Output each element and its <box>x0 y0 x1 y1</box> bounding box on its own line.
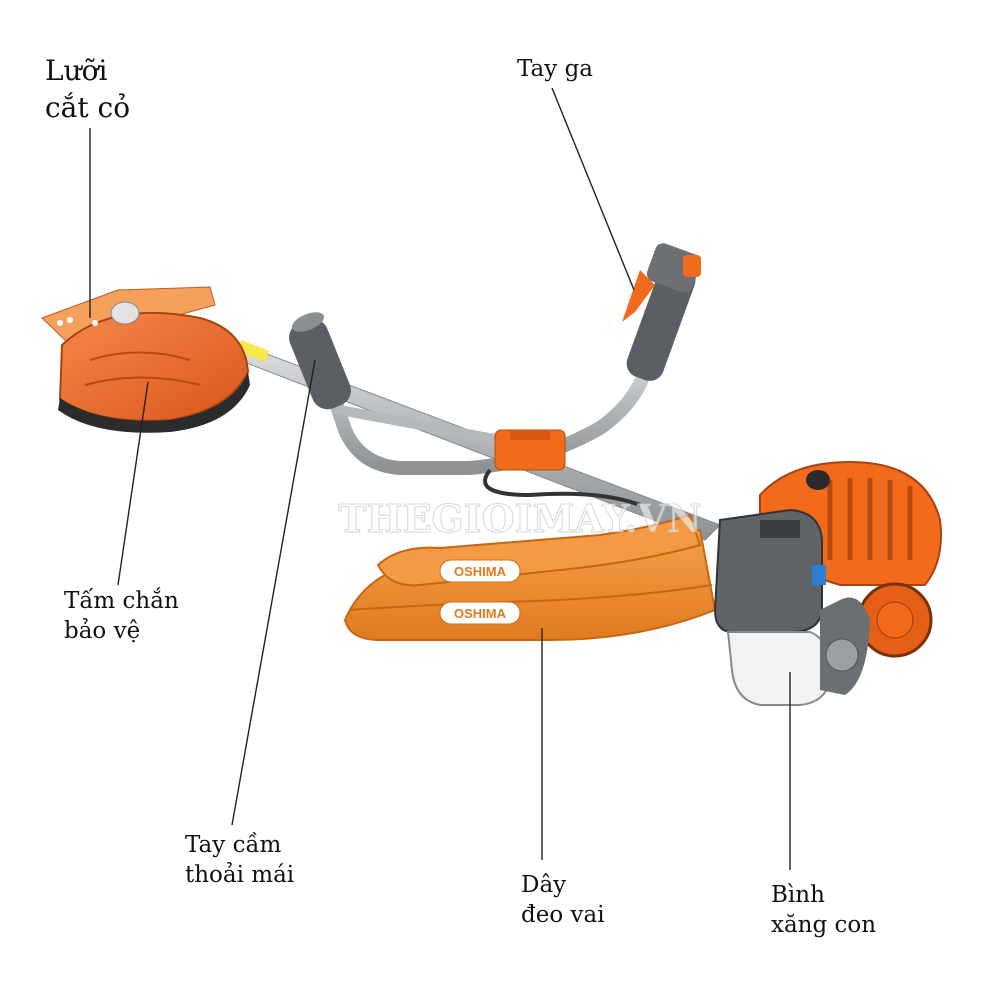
label-grip-line2: thoải mái <box>185 862 295 888</box>
strap-brand-bottom: OSHIMA <box>454 606 507 621</box>
strap-brand-top: OSHIMA <box>454 564 507 579</box>
label-guard: Tấm chắn bảo vệ <box>64 586 179 646</box>
label-grip: Tay cầm thoải mái <box>185 830 294 890</box>
leader-throttle <box>551 87 635 291</box>
label-tank: Bình xăng con <box>771 880 876 940</box>
throttle-grip <box>622 243 702 381</box>
throttle-cable <box>483 468 641 507</box>
label-strap-line1: Dây <box>521 872 567 898</box>
blade-guard <box>41 286 250 433</box>
label-guard-line1: Tấm chắn <box>64 588 179 614</box>
label-grip-line1: Tay cầm <box>185 832 282 858</box>
leader-guard <box>117 381 149 586</box>
leader-lines <box>89 87 791 870</box>
label-tank-line2: xăng con <box>771 912 877 938</box>
left-grip <box>289 312 351 410</box>
label-throttle: Tay ga <box>517 56 594 82</box>
label-strap-line2: đeo vai <box>521 902 605 928</box>
label-blade: Lưỡi cắt cỏ <box>45 52 130 126</box>
label-blade-line2: cắt cỏ <box>45 91 131 124</box>
label-tank-line1: Bình <box>771 882 825 908</box>
handle-clamp <box>494 429 566 471</box>
shoulder-strap: OSHIMA OSHIMA <box>343 513 717 641</box>
engine <box>713 460 942 706</box>
leader-grip <box>231 359 316 826</box>
label-blade-line1: Lưỡi <box>45 54 108 87</box>
watermark: THEGIOIMAY.VN <box>338 496 702 541</box>
label-guard-line2: bảo vệ <box>64 618 141 644</box>
label-strap: Dây đeo vai <box>521 870 605 930</box>
